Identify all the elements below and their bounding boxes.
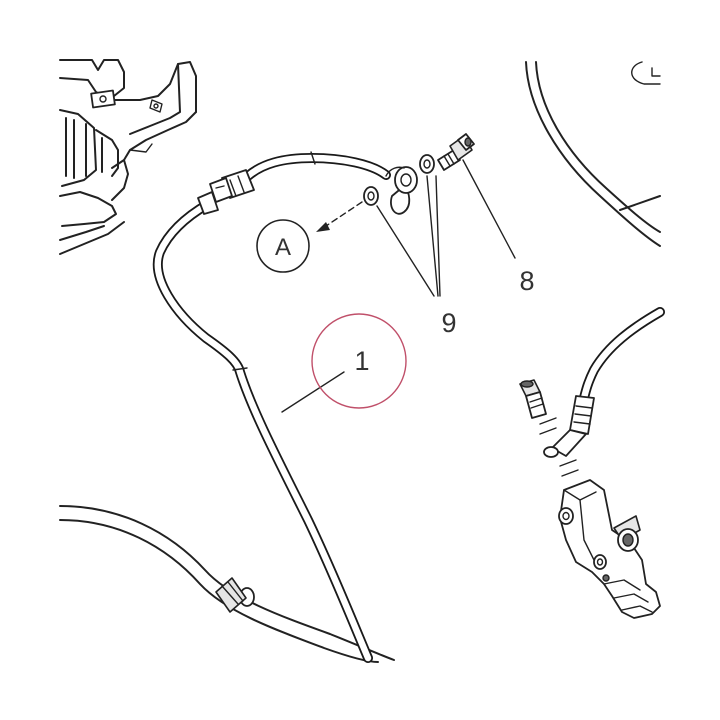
lower-brake-line [59, 505, 395, 663]
callout-a-text: A [275, 234, 291, 261]
brake-hose [152, 151, 391, 663]
callout-9: 9 [441, 308, 456, 338]
banjo-fitting [385, 166, 418, 215]
highlight-circle [311, 313, 407, 409]
banjo-bolt [437, 133, 475, 171]
hose-end-fitting [197, 169, 255, 215]
callout-1: 1 [354, 346, 369, 376]
fender-outline-top-right [525, 61, 661, 247]
sealing-washer-right [419, 154, 435, 174]
master-cylinder-body [558, 479, 661, 619]
leader-lines [281, 159, 516, 413]
reservoir-fitting-bolt [519, 379, 547, 419]
master-cylinder-assembly [519, 307, 665, 619]
line-clamp [215, 577, 255, 613]
frame-bracket-top-left [59, 59, 197, 255]
hose-crimp-right [569, 395, 595, 435]
sealing-washer-left [363, 186, 379, 206]
callout-a: A [256, 219, 310, 273]
callout-8: 8 [519, 266, 534, 296]
direction-arrow-to-a [316, 201, 363, 232]
